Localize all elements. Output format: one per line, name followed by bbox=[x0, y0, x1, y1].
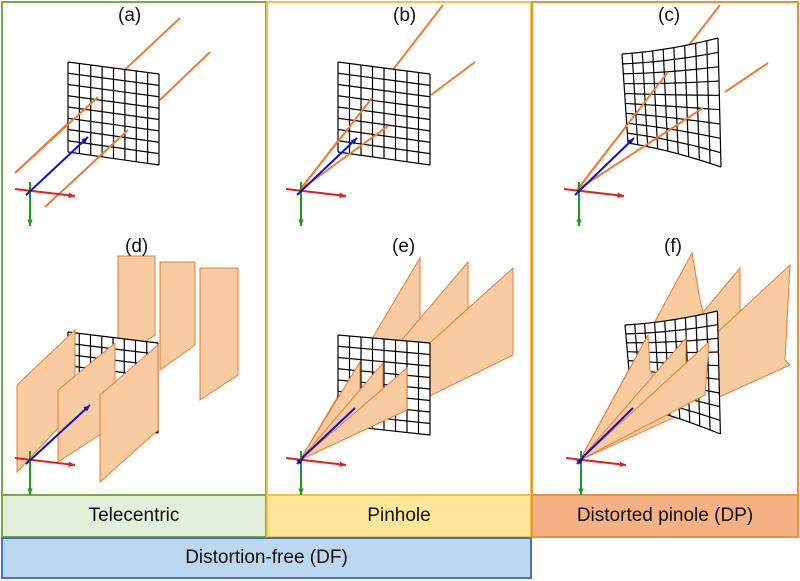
z-axis-arrow-head bbox=[350, 138, 357, 145]
ray bbox=[724, 62, 769, 93]
distorted-grid-c-vline bbox=[621, 53, 629, 144]
distorted-grid-c-vline bbox=[684, 45, 690, 157]
image-grid-a-hline bbox=[67, 140, 160, 155]
z-axis-arrow bbox=[296, 137, 358, 196]
image-grid-a-hline bbox=[67, 117, 160, 132]
ray-front bbox=[576, 71, 669, 191]
z-axis-arrow bbox=[25, 404, 91, 465]
z-axis-arrow-head bbox=[627, 138, 634, 145]
distorted-grid-c-vline bbox=[662, 49, 669, 152]
panel-label-c: (c) bbox=[658, 5, 681, 26]
y-axis-arrow-head bbox=[576, 219, 582, 226]
distorted-grid-c-hline bbox=[625, 112, 721, 125]
distorted-grid-f-hline bbox=[624, 310, 718, 326]
diagram-canvas bbox=[14, 4, 791, 495]
ray bbox=[159, 51, 211, 101]
y-axis-arrow-head bbox=[578, 488, 584, 495]
light-plane bbox=[199, 267, 239, 401]
x-axis-arrow-head bbox=[68, 192, 75, 198]
ray-front bbox=[14, 96, 99, 174]
distorted-grid-f-vline bbox=[706, 313, 711, 430]
z-axis-line bbox=[299, 407, 356, 461]
image-grid-a-hline bbox=[67, 151, 160, 166]
panel-label-d: (d) bbox=[125, 236, 149, 257]
light-plane-back bbox=[117, 255, 156, 361]
z-axis-arrow-head bbox=[576, 458, 583, 465]
distorted-grid-c-hline bbox=[623, 80, 720, 85]
x-axis-arrow-head bbox=[339, 461, 346, 467]
x-axis-arrow-head bbox=[68, 461, 75, 467]
x-axis-arrow-head bbox=[619, 461, 626, 467]
x-axis-arrow-head bbox=[617, 192, 624, 198]
image-grid-b-hline bbox=[337, 106, 431, 121]
distorted-grid-c-hline bbox=[624, 92, 720, 96]
distorted-grid-c-hline bbox=[622, 51, 719, 65]
distorted-grid-c-vline bbox=[652, 50, 659, 149]
y-axis-arrow-head bbox=[27, 219, 33, 226]
distorted-grid-c-hline bbox=[627, 132, 721, 154]
z-axis-line bbox=[581, 407, 634, 459]
light-plane bbox=[299, 366, 408, 461]
image-grid-b-hline bbox=[337, 128, 431, 143]
x-axis-arrow bbox=[565, 457, 627, 466]
ray bbox=[430, 61, 476, 96]
y-axis-arrow-head bbox=[298, 219, 304, 226]
category-pinhole: Pinhole bbox=[266, 496, 532, 538]
distorted-grid-c-hline bbox=[623, 66, 719, 75]
ray-front bbox=[576, 107, 704, 191]
distorted-grid-c-vline bbox=[717, 37, 722, 168]
category-telecentric: Telecentric bbox=[1, 496, 267, 538]
image-grid-b-hline bbox=[337, 151, 431, 166]
distorted-grid-c-vline bbox=[673, 47, 679, 154]
distorted-grid-f-hline bbox=[625, 324, 718, 335]
distorted-grid-c-vline bbox=[695, 43, 700, 160]
panel-label-b: (b) bbox=[393, 5, 417, 26]
distorted-grid-c-hline bbox=[627, 142, 722, 168]
y-axis-arrow-head bbox=[27, 488, 33, 495]
distorted-grid-f-vline bbox=[716, 310, 721, 435]
distorted-grid-f-hline bbox=[626, 337, 719, 344]
z-axis-arrow bbox=[574, 137, 635, 196]
x-axis-arrow bbox=[14, 457, 76, 466]
x-axis-arrow bbox=[285, 188, 347, 197]
distorted-grid-c-vline bbox=[706, 40, 711, 164]
x-axis-arrow bbox=[563, 188, 625, 197]
panel-label-a: (a) bbox=[118, 5, 142, 26]
light-plane-back bbox=[159, 261, 196, 371]
z-axis-arrow bbox=[25, 136, 89, 196]
x-axis-arrow bbox=[285, 457, 347, 466]
distorted-grid-c-bg bbox=[622, 38, 721, 167]
x-axis-arrow-head bbox=[339, 192, 346, 198]
distorted-grid-c-vline bbox=[641, 52, 649, 147]
z-axis-arrow-head bbox=[296, 458, 303, 465]
distorted-grid-c-hline bbox=[626, 122, 721, 139]
panel-label-f: (f) bbox=[664, 236, 682, 257]
category-distortion-free: Distortion-free (DF) bbox=[1, 537, 532, 579]
image-grid-a-hline bbox=[67, 128, 160, 143]
z-axis-arrow-head bbox=[83, 405, 90, 412]
distorted-grid-c-vline bbox=[631, 53, 639, 145]
x-axis-arrow bbox=[14, 188, 76, 197]
image-grid-a-hline bbox=[67, 106, 160, 121]
y-axis-arrow-head bbox=[298, 488, 304, 495]
category-distorted-pinhole: Distorted pinole (DP) bbox=[531, 496, 799, 538]
light-plane bbox=[579, 340, 710, 461]
distorted-grid-c-hline bbox=[621, 37, 719, 55]
panel-label-e: (e) bbox=[392, 236, 416, 257]
light-plane bbox=[99, 343, 159, 484]
ray-front bbox=[299, 97, 373, 191]
z-axis-arrow-head bbox=[81, 137, 88, 144]
